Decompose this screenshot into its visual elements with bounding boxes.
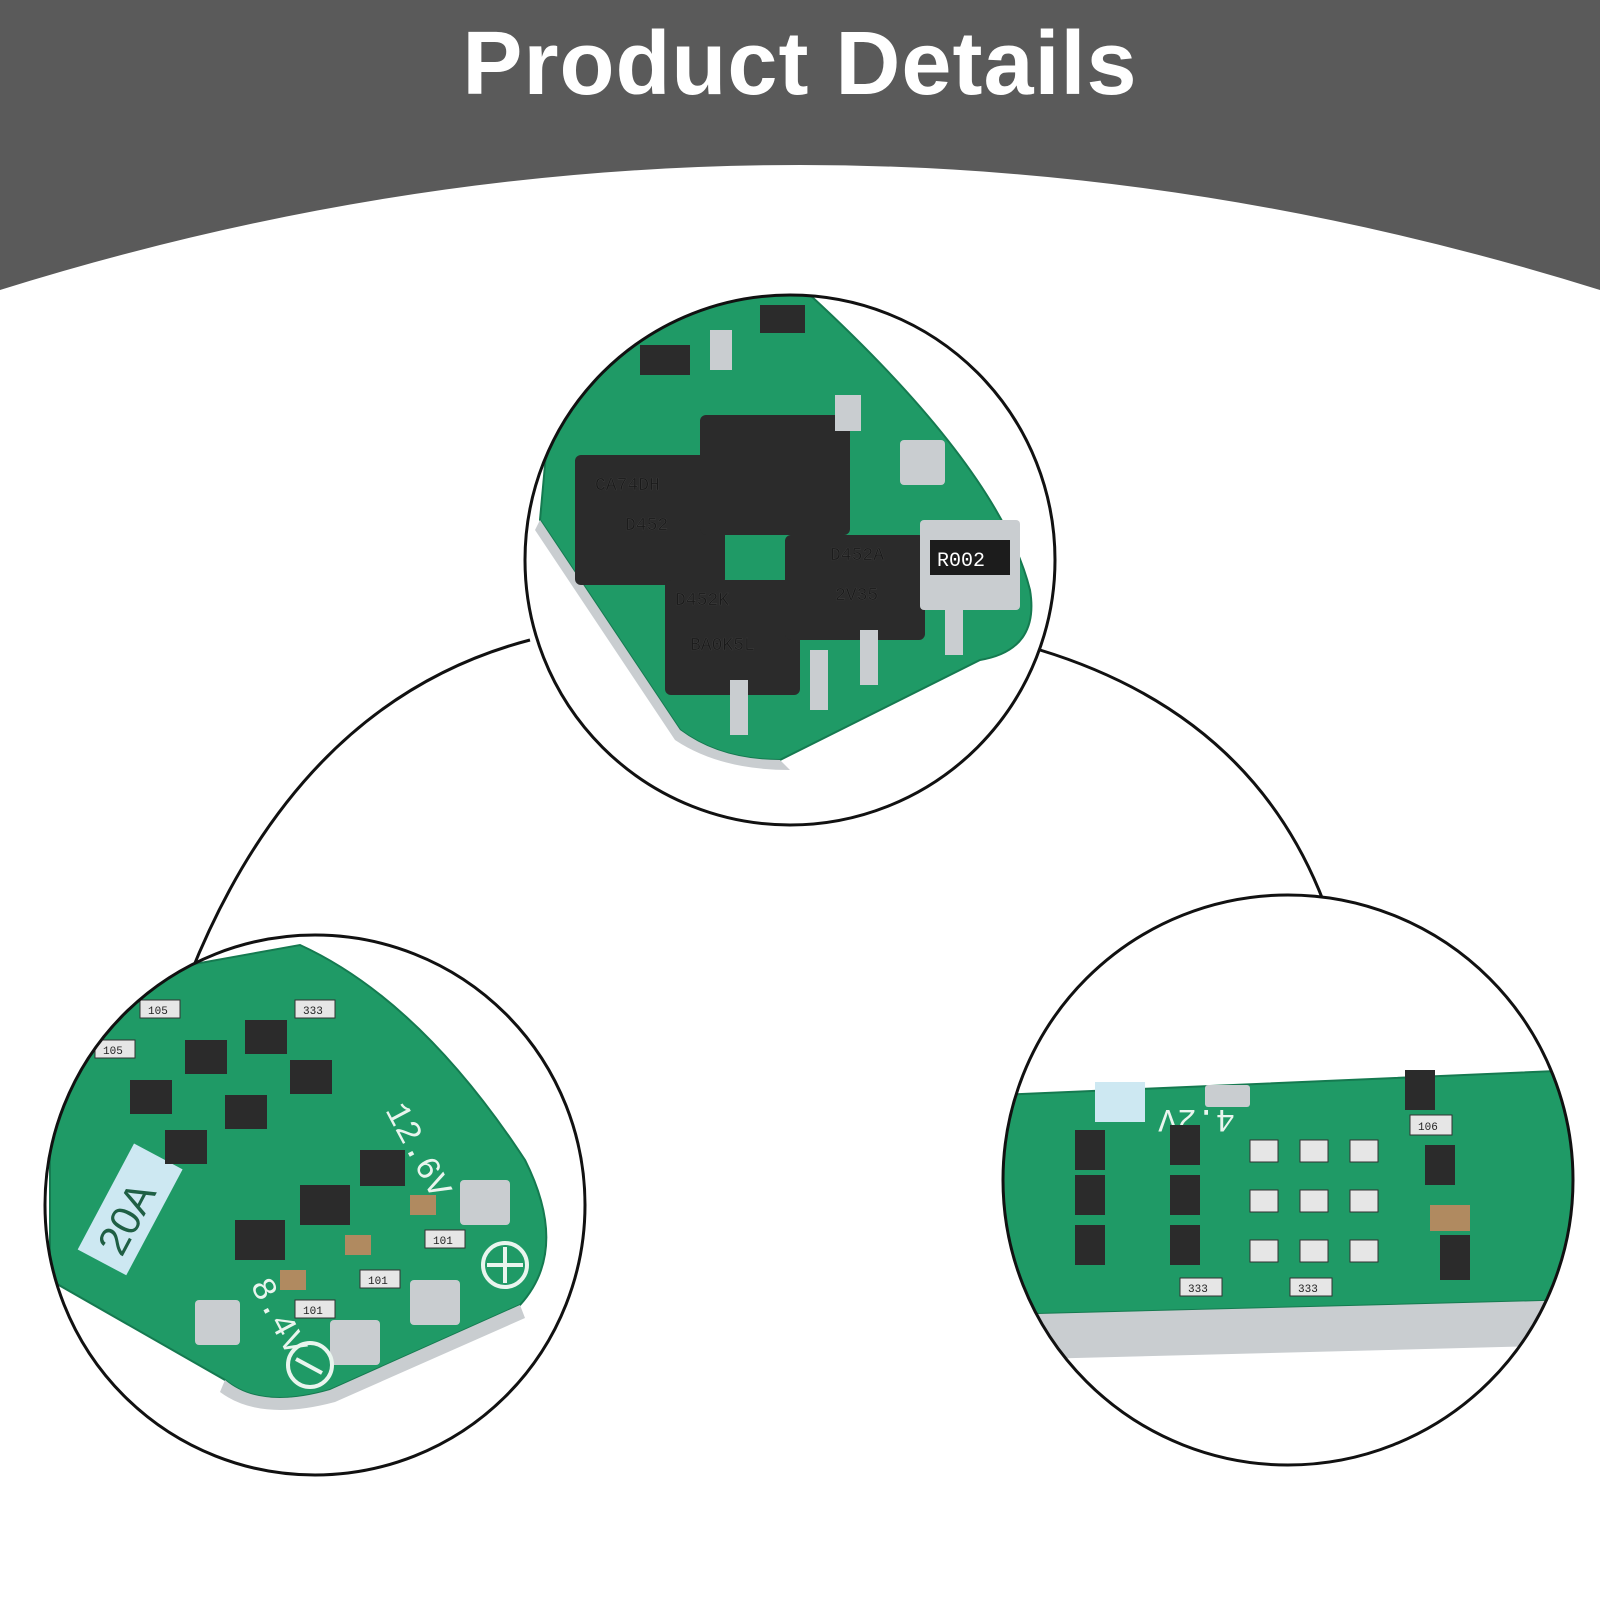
svg-text:101: 101 — [303, 1306, 323, 1318]
detail-circle-left: 20A 12.6V 8.4V 105 105 — [43, 933, 587, 1477]
svg-text:D452A: D452A — [830, 546, 884, 566]
svg-text:106: 106 — [1418, 1122, 1438, 1134]
shunt-resistor: R002 — [920, 520, 1020, 610]
minus-terminal-mark — [286, 1341, 334, 1389]
svg-text:101: 101 — [433, 1236, 453, 1248]
svg-text:333: 333 — [1188, 1284, 1208, 1296]
svg-text:R002: R002 — [937, 550, 985, 573]
svg-text:BA0K5L: BA0K5L — [690, 636, 755, 656]
connector-arc — [188, 638, 1337, 976]
detail-circle-top: CA74DH D452 D452K BA0K5L D452A 2V35 — [523, 293, 1057, 827]
svg-text:CA74DH: CA74DH — [595, 476, 660, 496]
svg-text:333: 333 — [303, 1006, 323, 1018]
svg-text:105: 105 — [148, 1006, 168, 1018]
page-title: Product Details — [462, 14, 1138, 114]
svg-text:2V35: 2V35 — [835, 586, 878, 606]
svg-text:333: 333 — [1298, 1284, 1318, 1296]
svg-text:D452: D452 — [625, 516, 668, 536]
resistor-grid: 106 333 333 — [1179, 1114, 1453, 1297]
mosfet-4: D452A 2V35 — [785, 535, 925, 640]
header-background — [0, 0, 1600, 290]
mosfet-3: D452K BA0K5L — [665, 580, 800, 695]
svg-text:105: 105 — [103, 1046, 123, 1058]
plus-terminal-mark — [481, 1241, 529, 1289]
detail-circle-right: 4.2V 106 — [1001, 893, 1575, 1467]
mosfet-2 — [700, 415, 850, 535]
svg-text:101: 101 — [368, 1276, 388, 1288]
resistor-array: 105 105 333 101 101 101 — [94, 999, 466, 1319]
mosfet-1: CA74DH D452 — [575, 455, 725, 585]
header-banner: Product Details — [0, 0, 1600, 290]
svg-text:D452K: D452K — [675, 591, 729, 611]
